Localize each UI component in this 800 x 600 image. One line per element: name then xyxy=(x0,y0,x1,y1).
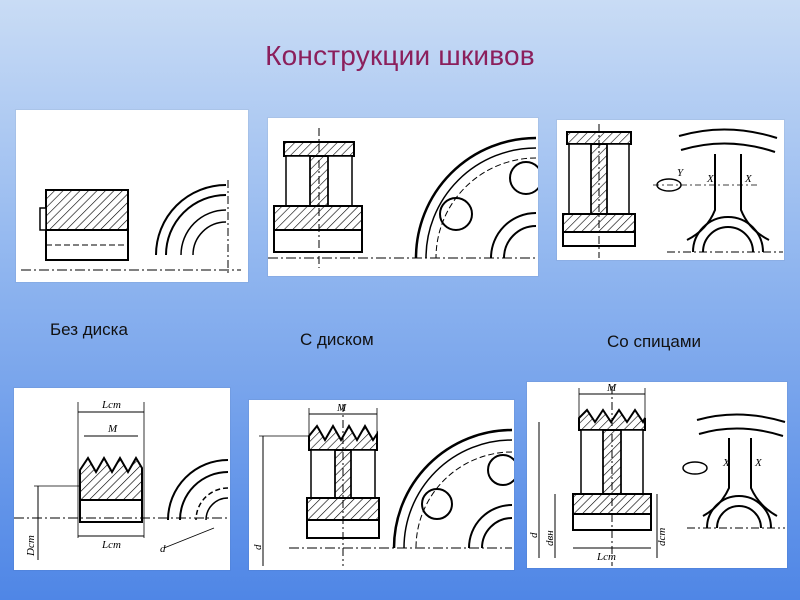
caption-no-disk: Без диска xyxy=(50,320,128,339)
label-d-small: d xyxy=(160,543,166,555)
label-d-cm: Dcm xyxy=(25,535,37,557)
label-y: Y xyxy=(677,167,685,179)
label-d: d xyxy=(252,544,264,550)
label-l-cm-bottom: Lcm xyxy=(101,539,121,551)
label-d-vn: dвн xyxy=(544,530,556,546)
label-d-spokes: d xyxy=(528,532,540,538)
label-d-cm-spokes: dcm xyxy=(656,528,668,546)
drawing-no-disk-bottom: Lcm M Lcm Dcm d xyxy=(14,388,230,570)
slide-title: Конструкции шкивов xyxy=(265,40,535,71)
drawing-with-disk-bottom: M d xyxy=(249,400,514,570)
drawing-with-disk-top xyxy=(268,118,538,276)
drawing-no-disk-top xyxy=(16,110,248,282)
drawing-with-spokes-top: Y X X xyxy=(557,120,784,260)
caption-with-disk: С диском xyxy=(300,330,374,349)
label-x-2: X xyxy=(744,173,753,185)
label-m-disk: M xyxy=(336,402,347,414)
drawing-with-spokes-bottom: M d dвн dcm Lcm X X xyxy=(527,382,787,568)
drawing-with-disk-top-svg xyxy=(268,128,538,268)
label-l-cm-spokes: Lcm xyxy=(596,551,616,563)
drawing-with-disk-bottom-svg: M d xyxy=(252,402,514,566)
drawing-no-disk-bottom-svg: Lcm M Lcm Dcm d xyxy=(14,399,229,560)
drawing-with-spokes-bottom-svg: M d dвн dcm Lcm X X xyxy=(528,382,786,566)
label-x-1: X xyxy=(706,173,715,185)
drawing-no-disk-top-svg xyxy=(21,180,241,275)
label-m: M xyxy=(107,423,118,435)
caption-with-spokes: Со спицами xyxy=(607,332,702,351)
drawing-with-spokes-top-svg: Y X X xyxy=(562,124,783,258)
label-l-cm-top: Lcm xyxy=(101,399,121,411)
label-x-spokes-2: X xyxy=(754,457,763,469)
label-x-spokes-1: X xyxy=(722,457,731,469)
